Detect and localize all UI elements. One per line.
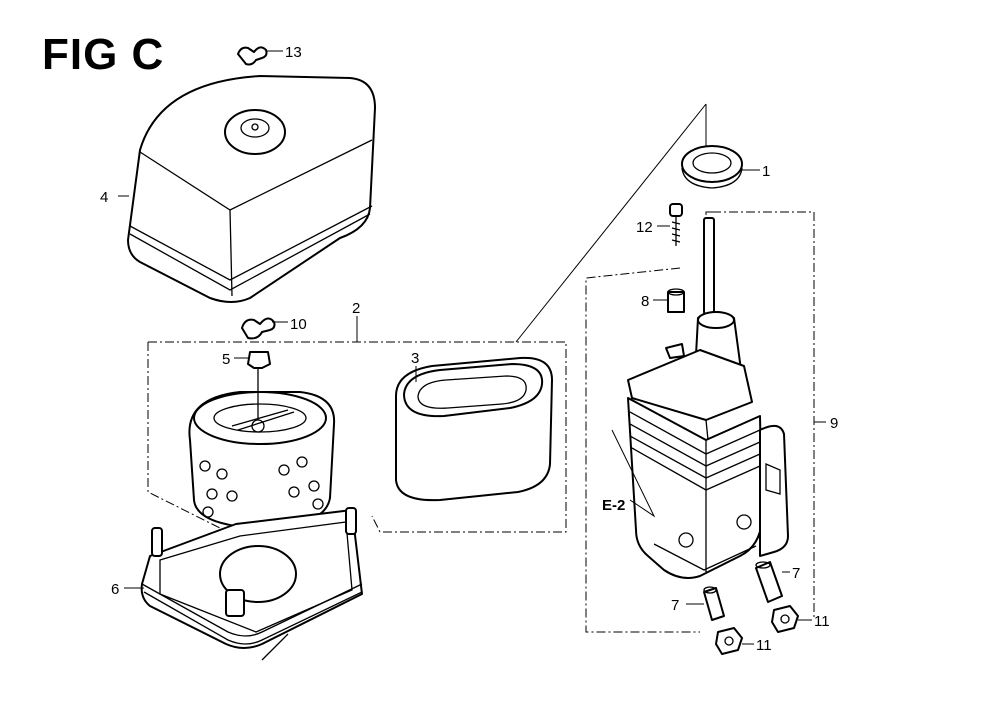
callout-6: 6 xyxy=(111,581,119,598)
callout-11-right: 11 xyxy=(814,613,830,630)
part-3-foam-filter: 3 xyxy=(395,350,553,502)
callout-12: 12 xyxy=(636,219,653,236)
callout-13: 13 xyxy=(285,44,302,61)
reference-e2: E-2 xyxy=(602,497,625,514)
part-10-wing-nut: 10 xyxy=(241,316,307,340)
callout-7-right: 7 xyxy=(792,565,800,582)
part-8-collar: 8 xyxy=(641,288,685,313)
callout-11-left: 11 xyxy=(756,637,772,654)
part-4-air-cleaner-cover: 4 xyxy=(100,75,376,303)
part-6-air-cleaner-base: 6 xyxy=(111,507,363,661)
callout-8: 8 xyxy=(641,293,649,310)
part-9-elbow-assembly: E-2 xyxy=(602,217,789,579)
callout-1: 1 xyxy=(762,163,770,180)
part-11-nut-left: 11 xyxy=(715,627,772,655)
part-12-screw: 12 xyxy=(636,203,683,246)
callout-9: 9 xyxy=(830,415,838,432)
part-11-nut-right: 11 xyxy=(771,605,830,633)
callout-10: 10 xyxy=(290,316,307,333)
part-5-nut: 5 xyxy=(222,351,271,369)
callout-7-left: 7 xyxy=(671,597,679,614)
callout-4: 4 xyxy=(100,189,108,206)
part-1-seal-ring: 1 xyxy=(681,145,770,189)
figure-title: FIG C xyxy=(42,30,165,79)
callout-3: 3 xyxy=(411,350,419,367)
part-7-tube-right: 7 xyxy=(755,561,800,603)
part-filter-element xyxy=(188,368,336,527)
callout-5: 5 xyxy=(222,351,230,368)
kit-outline-part-2: 2 xyxy=(147,103,707,539)
callout-2: 2 xyxy=(352,300,360,317)
part-7-tube-left: 7 xyxy=(671,586,725,621)
part-13-wing-nut: 13 xyxy=(237,44,302,66)
